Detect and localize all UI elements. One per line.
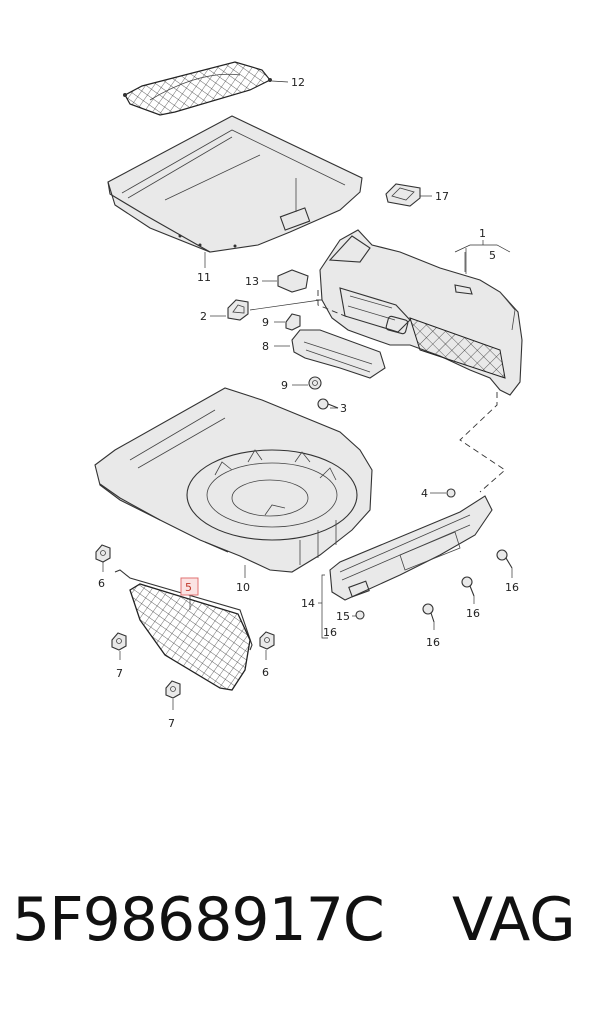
callout-9-upper: 9 bbox=[262, 316, 269, 329]
callout-1: 1 bbox=[479, 227, 486, 240]
callout-9-lower: 9 bbox=[281, 379, 288, 392]
part-12-cargo-net: 12 bbox=[123, 61, 305, 116]
part-9-upper-clip: 9 bbox=[262, 313, 301, 331]
callout-7-b: 7 bbox=[168, 717, 175, 730]
part-14-sill-trim: 14 bbox=[301, 495, 493, 639]
bolt-16-b: 16 bbox=[496, 549, 519, 594]
callout-16-d: 16 bbox=[426, 636, 440, 649]
callout-6-b: 6 bbox=[262, 666, 269, 679]
part-7-clips: 7 7 bbox=[111, 632, 181, 730]
part-3-screw: 3 bbox=[317, 398, 347, 415]
part-number: 5F9868917C bbox=[12, 885, 385, 955]
part-6-clips: 6 6 bbox=[95, 544, 275, 679]
part-9-lower-clip: 9 bbox=[281, 376, 322, 392]
clip-7-a: 7 bbox=[111, 632, 127, 680]
exploded-parts-diagram: 12 11 17 1 5 bbox=[94, 61, 523, 730]
callout-12: 12 bbox=[291, 76, 305, 89]
callout-15: 15 bbox=[336, 610, 350, 623]
clip-6-a: 6 bbox=[95, 544, 111, 590]
callout-5-highlighted: 5 bbox=[185, 581, 192, 594]
part-17-clip: 17 bbox=[385, 183, 449, 207]
part-13-switch: 13 bbox=[245, 269, 309, 293]
part-4-fastener: 4 bbox=[421, 487, 456, 500]
callout-14: 14 bbox=[301, 597, 315, 610]
part-10-floor-well: 10 bbox=[94, 387, 373, 594]
callout-16-b: 16 bbox=[505, 581, 519, 594]
bolt-16-d: 16 bbox=[422, 603, 440, 649]
clip-7-b: 7 bbox=[165, 680, 181, 730]
callout-8: 8 bbox=[262, 340, 269, 353]
callout-10: 10 bbox=[236, 581, 250, 594]
bolt-16-c: 16 bbox=[461, 576, 480, 620]
part-2-clip: 2 bbox=[200, 299, 321, 323]
part-8-bracket: 8 bbox=[262, 329, 386, 379]
callout-11: 11 bbox=[197, 271, 211, 284]
footer: 5F9868917C VAG bbox=[0, 885, 600, 985]
callout-16-c: 16 bbox=[466, 607, 480, 620]
callout-4: 4 bbox=[421, 487, 428, 500]
highlight-box bbox=[180, 577, 199, 596]
part-15-clip: 15 bbox=[336, 610, 365, 623]
guide-lines bbox=[312, 290, 506, 493]
part-1-side-trim bbox=[319, 229, 523, 396]
callout-17: 17 bbox=[435, 190, 449, 203]
part-16-bolts: 16 16 16 bbox=[422, 549, 519, 649]
clip-6-b: 6 bbox=[259, 631, 275, 679]
callout-2: 2 bbox=[200, 310, 207, 323]
part-5-side-cargo-net: 5 bbox=[114, 569, 253, 691]
callout-6-a: 6 bbox=[98, 577, 105, 590]
brand-name: VAG bbox=[452, 885, 576, 955]
callout-1-5-bracket: 1 5 bbox=[454, 227, 511, 274]
callout-5-top: 5 bbox=[489, 249, 496, 262]
part-11-floor-panel: 11 bbox=[107, 115, 363, 284]
callout-13: 13 bbox=[245, 275, 259, 288]
callout-3: 3 bbox=[340, 402, 347, 415]
callout-7-a: 7 bbox=[116, 667, 123, 680]
callout-16-a: 16 bbox=[323, 626, 337, 639]
